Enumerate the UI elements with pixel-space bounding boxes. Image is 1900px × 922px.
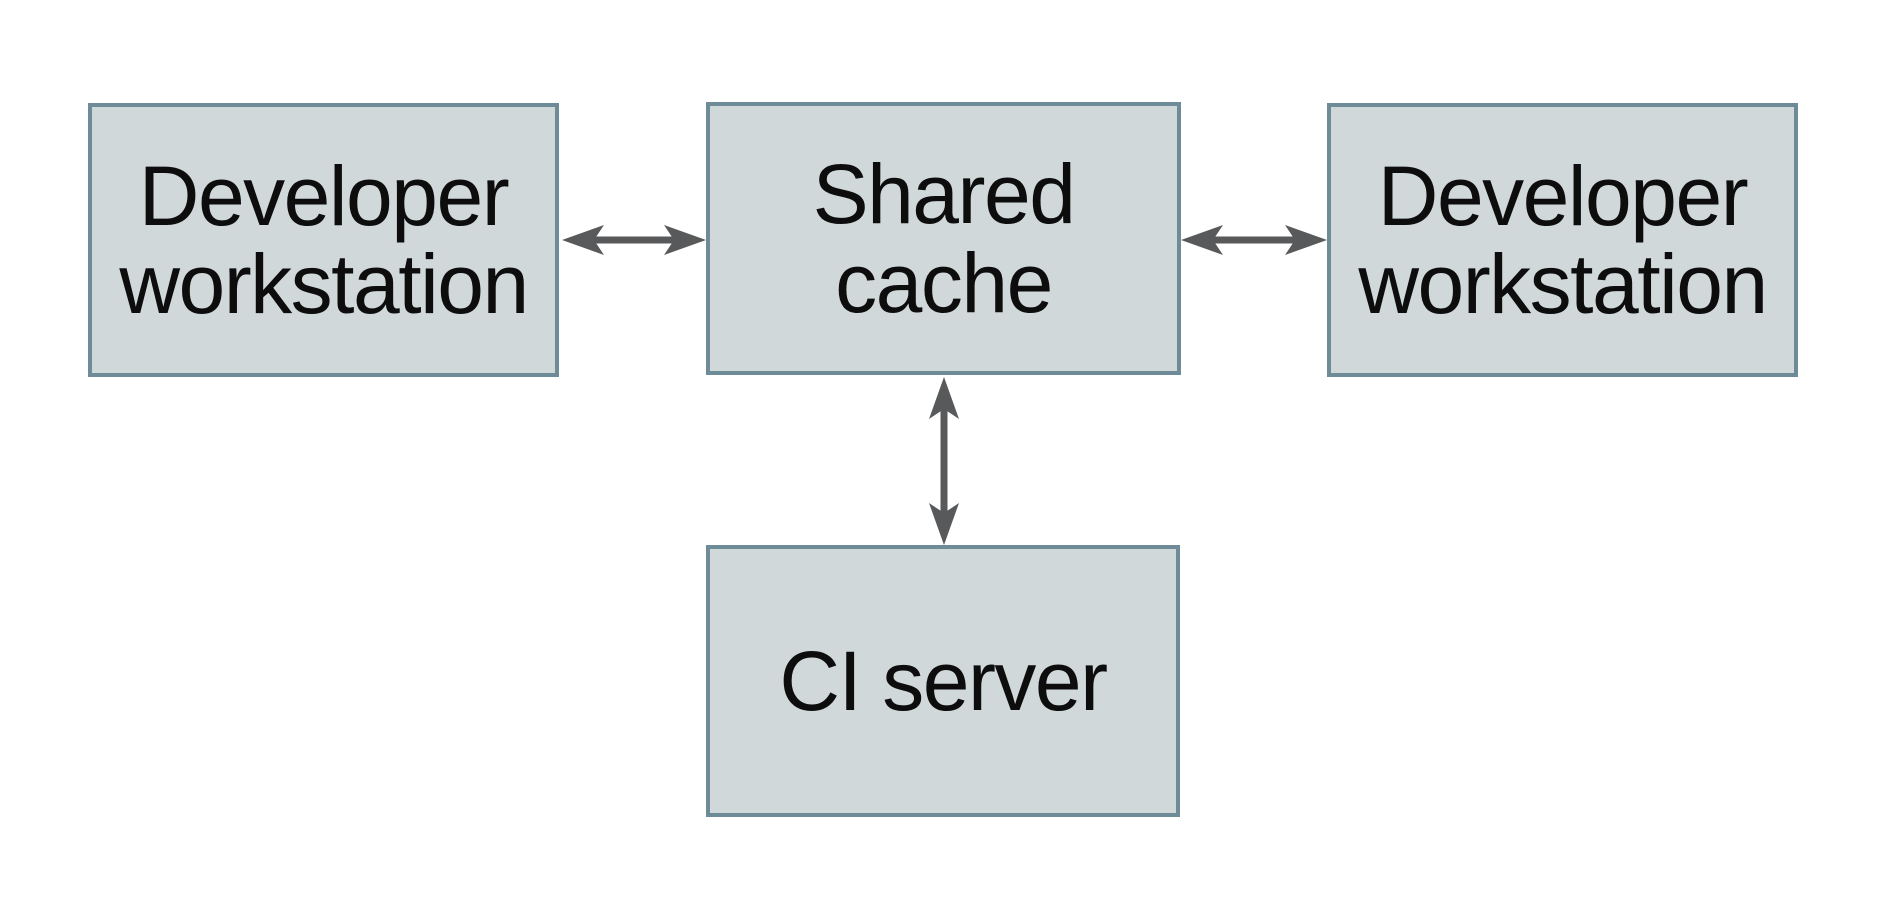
node-label-developer-workstation-right: Developer workstation	[1358, 148, 1768, 331]
node-label-developer-workstation-left: Developer workstation	[119, 148, 529, 331]
node-developer-workstation-left: Developer workstation	[88, 103, 559, 377]
node-label-shared-cache: Shared cache	[812, 147, 1076, 330]
edge-sharedcache-devright-arrow	[1181, 225, 1327, 255]
node-shared-cache: Shared cache	[706, 102, 1181, 375]
node-label-ci-server: CI server	[779, 633, 1108, 728]
edge-devleft-sharedcache-arrow	[562, 225, 706, 255]
node-ci-server: CI server	[706, 545, 1180, 817]
edge-sharedcache-ciserver-arrow	[929, 377, 959, 545]
node-developer-workstation-right: Developer workstation	[1327, 103, 1798, 377]
